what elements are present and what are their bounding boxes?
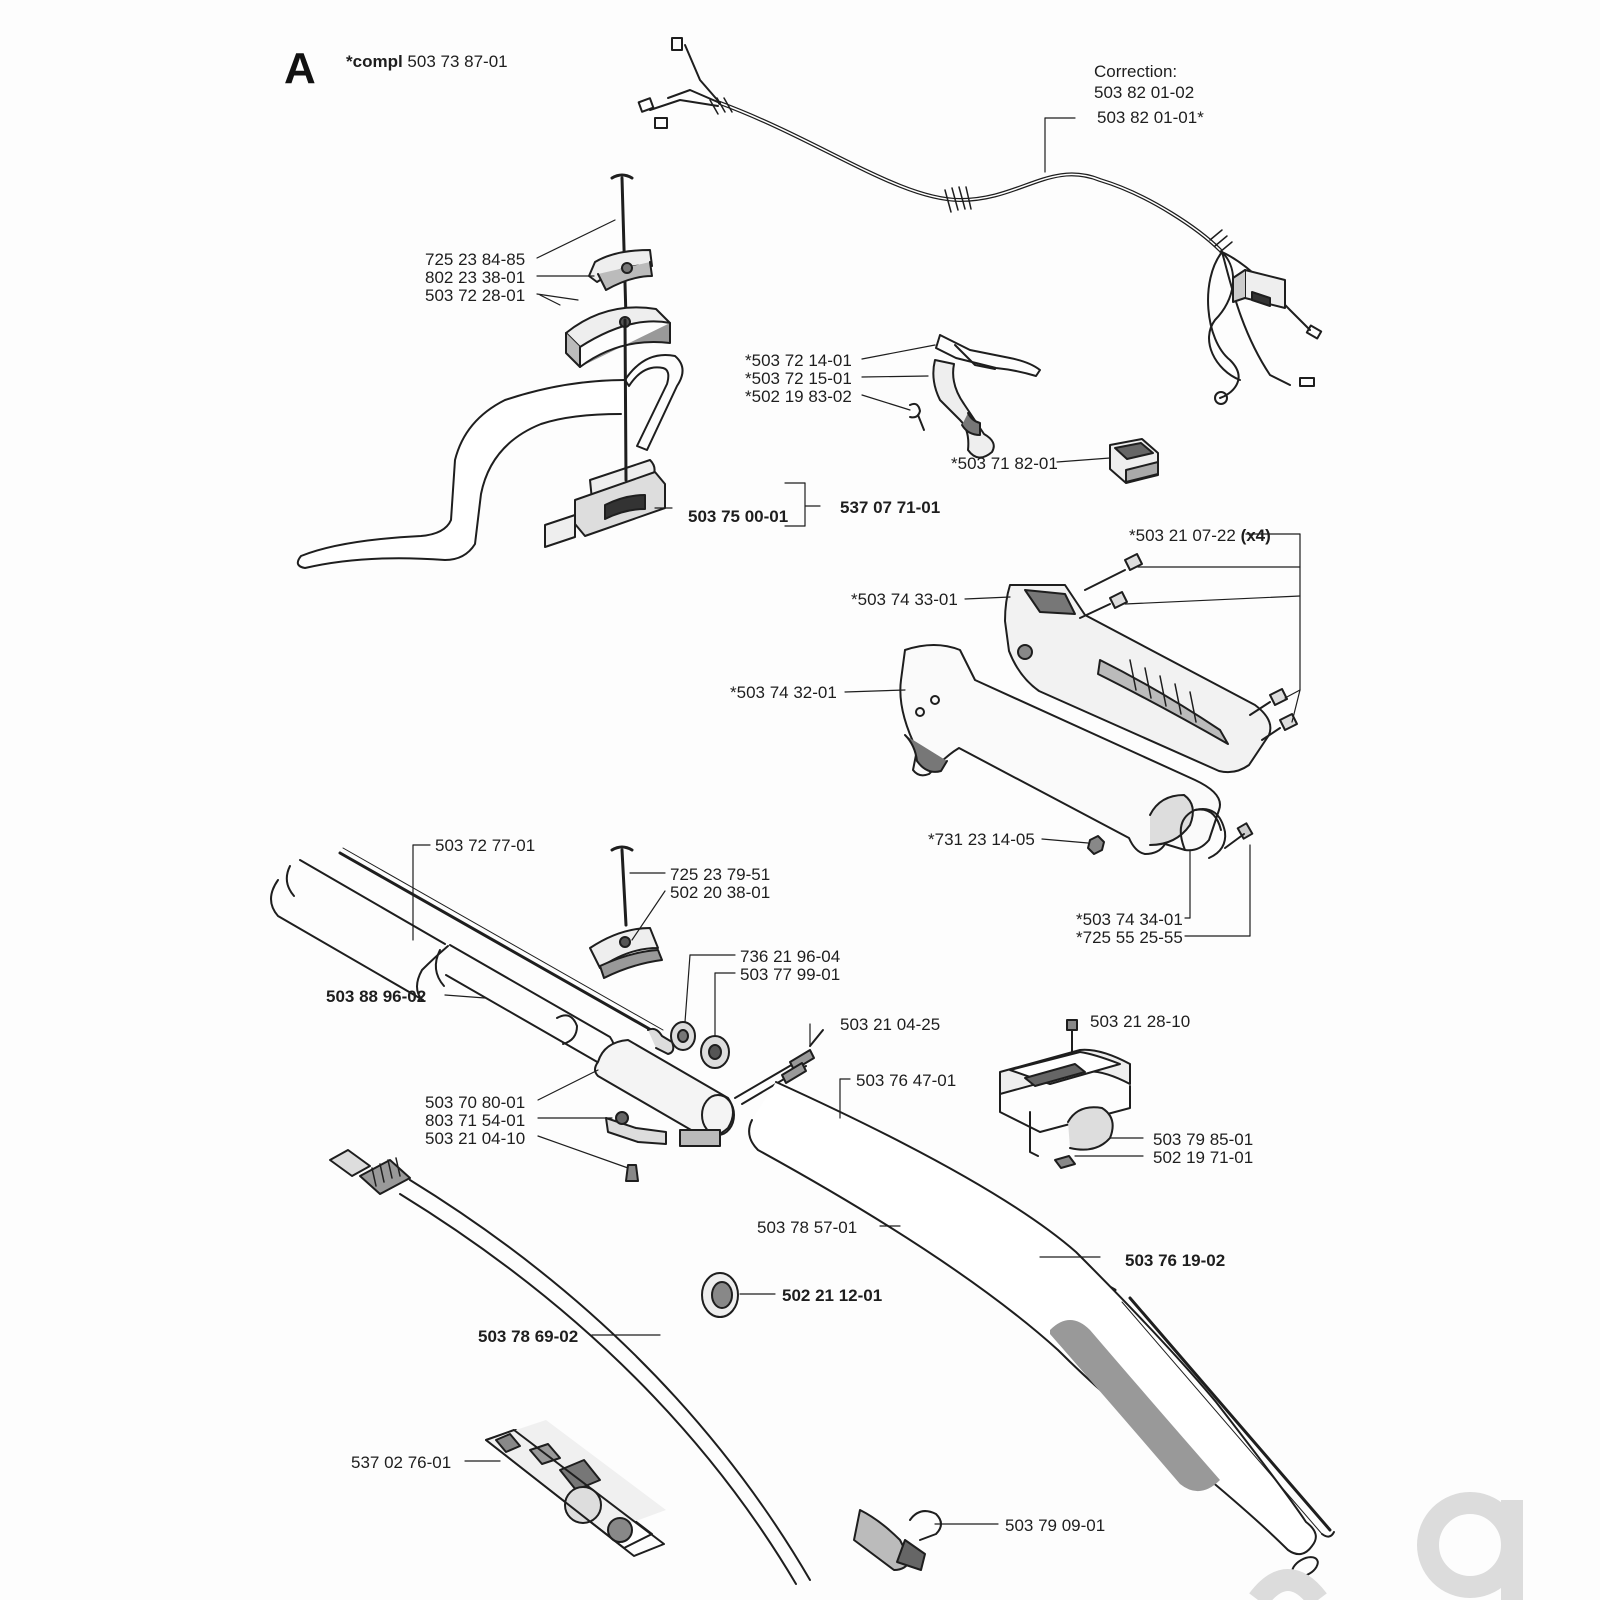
part-label: 537 07 71-01 [840, 498, 941, 517]
collar-ring-drawing [701, 1272, 739, 1318]
part-label: *503 74 32-01 [730, 683, 837, 702]
part-label: *731 23 14-05 [928, 830, 1035, 849]
complete-assembly-number: *compl 503 73 87-01 [346, 52, 508, 72]
throttle-trigger-drawing [909, 334, 1041, 459]
part-label: 502 19 71-01 [1153, 1148, 1254, 1167]
part-label: 736 21 96-04 [740, 947, 841, 966]
brand-watermark-logo [1249, 1492, 1523, 1600]
correction-heading: Correction: [1094, 62, 1178, 81]
part-label: *503 74 33-01 [851, 590, 958, 609]
part-quantity: (x4) [1240, 526, 1271, 545]
part-label: *502 19 83-02 [745, 387, 852, 406]
part-label: 537 02 76-01 [351, 1453, 452, 1472]
part-label: *503 21 07-22 (x4) [1129, 526, 1271, 546]
part-label: *503 72 15-01 [745, 369, 852, 388]
part-label: 502 21 12-01 [782, 1286, 883, 1305]
bent-shaft-drawing [329, 1149, 942, 1585]
section-letter: A [284, 44, 316, 93]
part-label: 503 21 04-25 [840, 1015, 941, 1034]
part-label: 503 77 99-01 [740, 965, 841, 984]
throttle-cable-drawing [637, 37, 1323, 405]
part-label: 503 79 09-01 [1005, 1516, 1106, 1535]
part-label: *503 71 82-01 [951, 454, 1058, 473]
part-label: *725 55 25-55 [1076, 928, 1183, 947]
part-label: 802 23 38-01 [425, 268, 526, 287]
front-handle-drawing [296, 173, 684, 569]
part-label: 503 76 47-01 [856, 1071, 957, 1090]
compl-number: 503 73 87-01 [407, 52, 508, 71]
part-label: 503 79 85-01 [1153, 1130, 1254, 1149]
part-label: *503 72 14-01 [745, 351, 852, 370]
part-number: *503 21 07-22 [1129, 526, 1236, 545]
part-label: 503 21 28-10 [1090, 1012, 1191, 1031]
holder-bracket-drawing [999, 1019, 1131, 1169]
part-label: 803 71 54-01 [425, 1111, 526, 1130]
part-label: 503 76 19-02 [1125, 1251, 1226, 1270]
part-label: 503 88 96-02 [326, 987, 427, 1006]
stop-switch-drawing [1109, 438, 1159, 484]
part-label: 503 70 80-01 [425, 1093, 526, 1112]
correction-old-number: 503 82 01-01* [1097, 108, 1204, 127]
compl-prefix: *compl [346, 52, 403, 71]
part-label: 725 23 79-51 [670, 865, 771, 884]
part-label: 503 78 57-01 [757, 1218, 858, 1237]
coupling-drawing [589, 845, 824, 1182]
part-label: 503 72 28-01 [425, 286, 526, 305]
part-label: 503 75 00-01 [688, 507, 789, 526]
leader-lines [412, 117, 1301, 1525]
part-label: 503 72 77-01 [435, 836, 536, 855]
part-label: 503 78 69-02 [478, 1327, 579, 1346]
part-label: 503 21 04-10 [425, 1129, 526, 1148]
correction-new-number: 503 82 01-02 [1094, 83, 1195, 102]
part-label: *503 74 34-01 [1076, 910, 1183, 929]
rear-handle-drawing [899, 553, 1298, 859]
warning-decal-drawing [485, 1420, 666, 1557]
part-label: 725 23 84-85 [425, 250, 526, 269]
part-label: 502 20 38-01 [670, 883, 771, 902]
